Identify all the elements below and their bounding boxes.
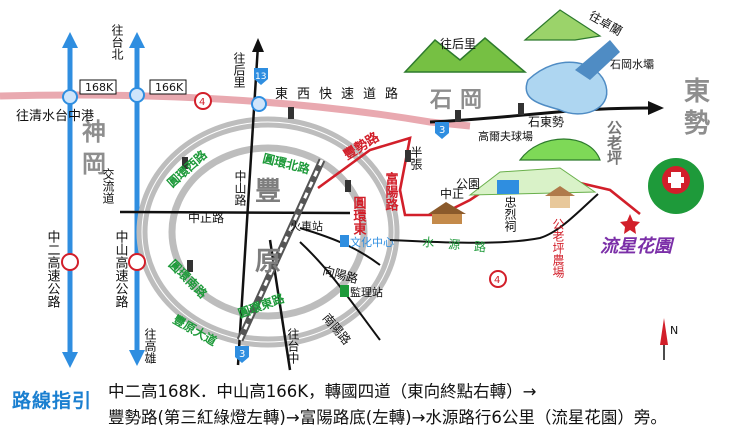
dir-taipei: 往台北 xyxy=(110,23,124,61)
legend-line-2: 豐勢路(第三紅綠燈左轉)→富陽路底(左轉)→水源路行6公里（流星花園）旁。 xyxy=(108,408,667,427)
north-arrow xyxy=(660,318,668,360)
road-gonglaoping: 公老坪 xyxy=(605,120,623,166)
route-label-3-b: 3 xyxy=(239,349,245,360)
expressway-name: 東西快速道路 xyxy=(275,86,407,102)
district-fengyuan-1: 豐 xyxy=(255,177,281,207)
park-building-icon xyxy=(497,180,519,194)
district-dongshi-1: 東 xyxy=(684,77,710,107)
road-jiaoliu: 交流道 xyxy=(101,167,115,204)
district-shengang-1: 神 xyxy=(82,118,106,146)
road-gongyuan: 公園 xyxy=(456,177,480,191)
landmark-martyrs: 忠烈祠 xyxy=(503,196,517,232)
road-fuyang: 富陽路 xyxy=(383,171,399,211)
farm-house-icon xyxy=(545,186,575,196)
h2-name: 中二高速公路 xyxy=(45,230,61,308)
district-shengang-2: 岡 xyxy=(82,150,106,178)
road-shuiyuan: 水源路 xyxy=(422,234,501,256)
route-label-3-a: 3 xyxy=(439,125,445,136)
landmark-golf: 高爾夫球場 xyxy=(478,129,533,143)
route-label-13: 13 xyxy=(255,72,266,82)
dir-houli-b: 往后里 xyxy=(440,36,476,51)
logo-badge xyxy=(648,158,704,214)
road-banzhang: 半張 xyxy=(409,146,423,170)
landmark-reservoir: 石岡水壩 xyxy=(610,58,654,71)
golf-course-hill xyxy=(518,138,601,161)
road-zhongzheng: 中正路 xyxy=(188,210,224,225)
traffic-light-icon xyxy=(455,110,461,122)
road-ring-east: 圓環東 xyxy=(351,196,367,236)
district-shigang-1: 石 xyxy=(429,88,452,113)
label-166k: 166K xyxy=(155,81,184,94)
route-label-4-east: 4 xyxy=(494,275,500,286)
temple-icon xyxy=(428,202,466,214)
label-168k: 168K xyxy=(85,81,114,94)
railway xyxy=(236,158,326,342)
road-shidong: 石東勢 xyxy=(528,114,564,129)
district-fengyuan-2: 原 xyxy=(255,247,281,277)
legend-line-1: 中二高168K．中山高166K，轉國四道（東向終點右轉）→ xyxy=(108,382,537,401)
landmark-icons xyxy=(182,103,575,297)
dir-taichung-port: 往清水台中港 xyxy=(16,109,94,124)
north-mark: N xyxy=(670,324,678,337)
landmark-culture-center: 文化中心 xyxy=(350,235,394,249)
district-shigang-2: 岡 xyxy=(460,88,482,113)
dir-gaoxiong: 往高雄 xyxy=(143,327,157,364)
ring-roads xyxy=(136,116,400,348)
zhongshan-highway-name: 中山高速公路 xyxy=(113,230,129,308)
route-legend: 路線指引 中二高168K．中山高166K，轉國四道（東向終點右轉）→ 豐勢路(第… xyxy=(8,372,744,442)
dir-houli-a: 往后里 xyxy=(232,51,246,88)
district-dongshi-2: 勢 xyxy=(684,109,710,139)
landmark-destination: 流星花園 xyxy=(600,236,675,257)
dir-taizhong: 往台中 xyxy=(286,327,300,364)
route-label-4-west: 4 xyxy=(199,97,205,108)
landmark-train-station: 火車站 xyxy=(290,219,323,233)
landmark-prison: 監理站 xyxy=(350,285,383,299)
reservoir-area xyxy=(525,40,620,115)
route-shields xyxy=(61,68,507,363)
road-zhongzheng-right: 中正 xyxy=(440,186,464,201)
junctions xyxy=(62,87,267,112)
legend-tag: 路線指引 xyxy=(12,390,93,412)
road-zhongshan: 中山路 xyxy=(233,169,247,207)
landmark-farm: 公老坪農場 xyxy=(551,218,565,279)
destination-star xyxy=(620,214,640,234)
